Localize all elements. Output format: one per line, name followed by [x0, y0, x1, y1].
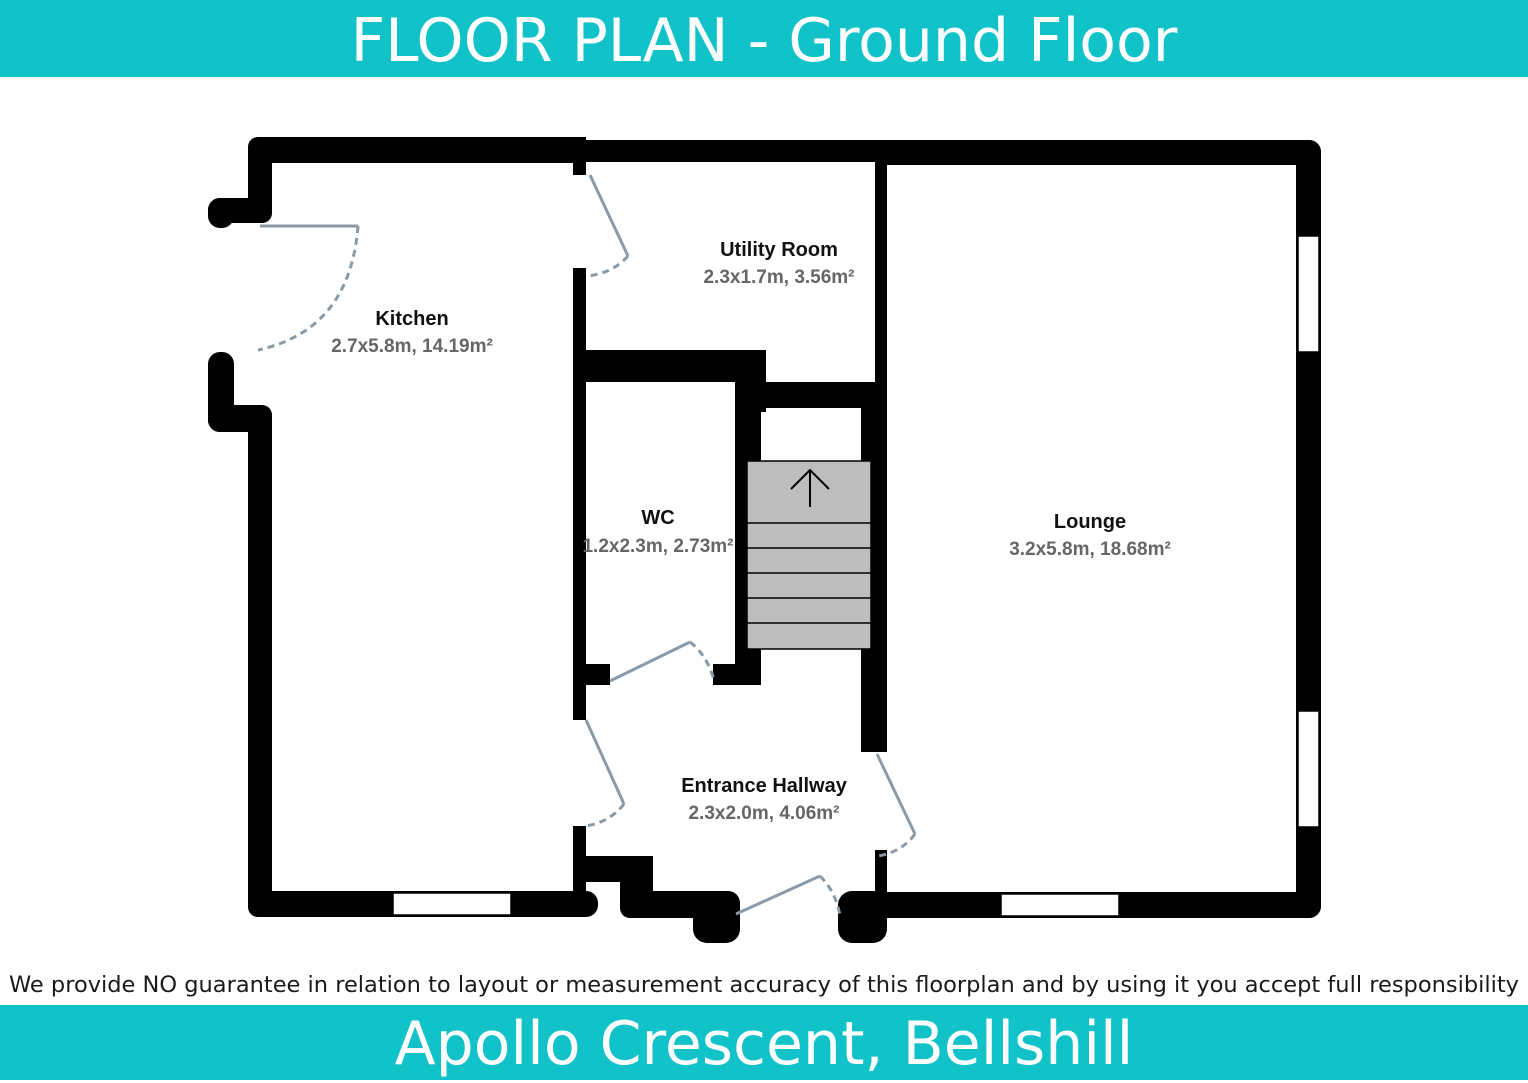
- door-arc: [818, 874, 842, 917]
- room-name-wc: WC: [641, 507, 674, 529]
- wall: [208, 198, 234, 228]
- walls: [208, 137, 1321, 943]
- doors: [257, 174, 917, 917]
- window: [1297, 710, 1320, 828]
- room-labels: Kitchen 2.7x5.8m, 14.19m² Utility Room 2…: [331, 239, 1171, 824]
- stairs: [746, 460, 872, 650]
- address-footer: Apollo Crescent, Bellshill: [0, 1005, 1528, 1080]
- wall: [875, 140, 1321, 165]
- arrow-up-icon: [790, 468, 830, 507]
- door-arc: [257, 225, 360, 352]
- door-arc: [585, 803, 626, 828]
- wall: [875, 140, 887, 382]
- room-dims-wc: 1.2x2.3m, 2.73m²: [582, 536, 733, 557]
- wall: [573, 268, 586, 720]
- door-leaf: [588, 174, 630, 257]
- wall: [573, 140, 883, 162]
- room-dims-hallway: 2.3x2.0m, 4.06m²: [688, 803, 839, 824]
- wall: [838, 891, 887, 943]
- room-dims-lounge: 3.2x5.8m, 18.68m²: [1009, 539, 1171, 560]
- wall: [248, 405, 272, 917]
- wall: [713, 664, 755, 685]
- door-leaf: [584, 719, 626, 805]
- door-leaf: [735, 874, 821, 916]
- door-arc: [877, 833, 917, 858]
- wall: [248, 137, 586, 163]
- room-dims-kitchen: 2.7x5.8m, 14.19m²: [331, 336, 493, 357]
- room-name-kitchen: Kitchen: [375, 308, 448, 330]
- windows: [392, 235, 1320, 917]
- wall: [693, 891, 740, 943]
- room-name-hallway: Entrance Hallway: [681, 775, 848, 797]
- window: [1297, 235, 1320, 353]
- wall: [580, 664, 610, 685]
- room-dims-utility: 2.3x1.7m, 3.56m²: [703, 267, 854, 288]
- door-arc: [689, 640, 716, 681]
- door-arc: [585, 254, 630, 278]
- disclaimer-text: We provide NO guarantee in relation to l…: [8, 972, 1520, 998]
- room-name-utility: Utility Room: [720, 239, 838, 261]
- page-title: FLOOR PLAN - Ground Floor: [0, 0, 1528, 77]
- window: [1000, 893, 1120, 917]
- window: [392, 892, 512, 916]
- room-name-lounge: Lounge: [1054, 511, 1126, 533]
- door-leaf: [875, 753, 917, 835]
- door-leaf: [609, 640, 691, 683]
